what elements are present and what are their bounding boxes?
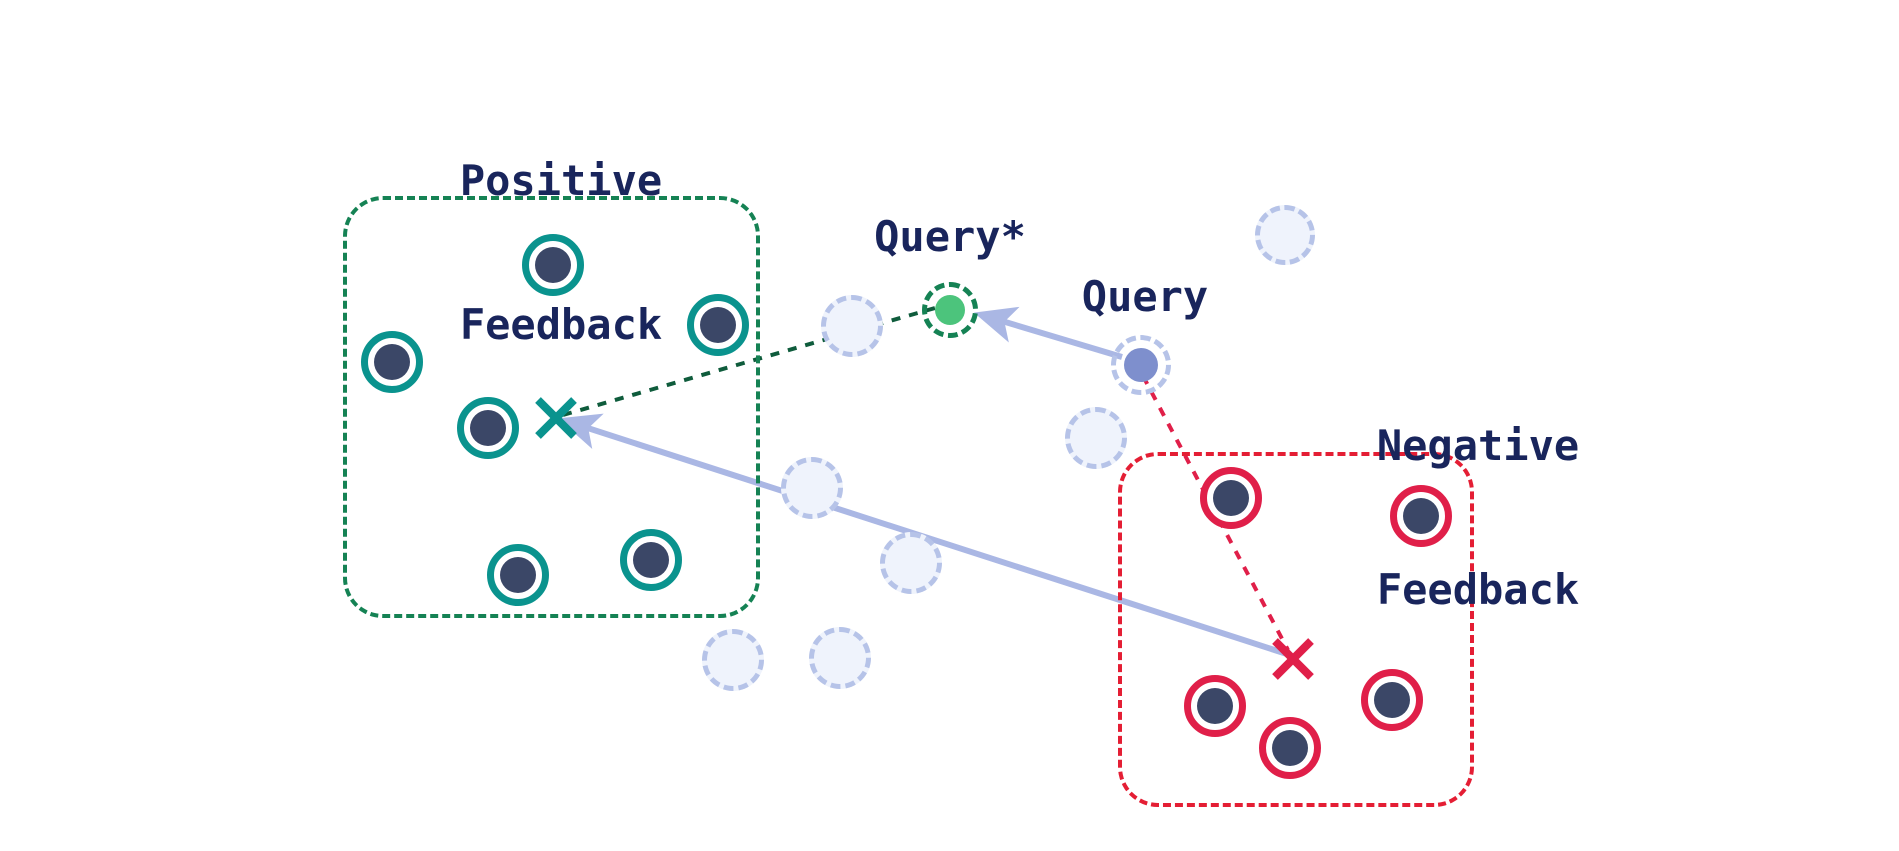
query-star-ring	[922, 282, 978, 338]
point-core	[500, 557, 536, 593]
point-core	[1403, 498, 1439, 534]
negative-feedback-point	[1390, 485, 1452, 547]
point-core	[1213, 480, 1249, 516]
negative-feedback-label-line2: Feedback	[1376, 565, 1580, 615]
ghost-point	[1065, 407, 1127, 469]
negative-feedback-label: Negative Feedback	[1377, 325, 1579, 711]
point-core	[1374, 682, 1410, 718]
negative-feedback-box	[1118, 452, 1474, 807]
positive-feedback-label-line2: Feedback	[459, 300, 663, 350]
point-core	[470, 410, 506, 446]
ghost-point	[821, 295, 883, 357]
positive-feedback-point	[522, 234, 584, 296]
positive-feedback-point	[620, 529, 682, 591]
query-label: Query	[1081, 272, 1209, 321]
negative-feedback-point	[1259, 717, 1321, 779]
ghost-point	[880, 532, 942, 594]
dotted-query-to-negative-centroid	[1141, 375, 1290, 651]
negative-feedback-point	[1184, 675, 1246, 737]
query-star-dot	[935, 295, 965, 325]
query-ring	[1111, 335, 1171, 395]
positive-feedback-label: Positive Feedback	[460, 60, 662, 446]
positive-feedback-point	[361, 331, 423, 393]
negative-feedback-point	[1200, 467, 1262, 529]
point-core	[1197, 688, 1233, 724]
positive-feedback-point	[687, 294, 749, 356]
query-star-label: Query*	[874, 212, 1026, 261]
ghost-point	[781, 457, 843, 519]
query-dot	[1124, 348, 1158, 382]
negative-feedback-point	[1361, 669, 1423, 731]
ghost-point	[702, 629, 764, 691]
negative-centroid-x	[1272, 638, 1314, 680]
ghost-point	[1255, 205, 1315, 265]
arrow-query-to-query-star	[973, 306, 1123, 360]
positive-feedback-point	[457, 397, 519, 459]
ghost-point	[809, 627, 871, 689]
positive-centroid-x	[535, 397, 577, 439]
positive-feedback-point	[487, 544, 549, 606]
point-core	[535, 247, 571, 283]
negative-feedback-label-line1: Negative	[1376, 420, 1580, 470]
point-core	[700, 307, 736, 343]
positive-feedback-box	[343, 196, 760, 618]
point-core	[633, 542, 669, 578]
point-core	[1272, 730, 1308, 766]
point-core	[374, 344, 410, 380]
positive-feedback-label-line1: Positive	[459, 155, 663, 205]
